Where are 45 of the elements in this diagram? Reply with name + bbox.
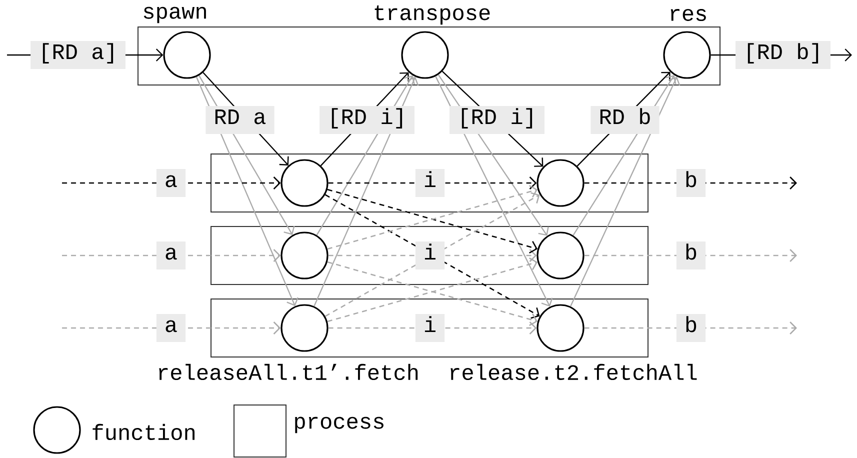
- arrow: [584, 176, 797, 190]
- edge-label: [RD b]: [736, 41, 830, 69]
- edge-label: RD b: [590, 106, 660, 134]
- edge-label: i: [415, 169, 445, 197]
- arrow: [196, 76, 298, 306]
- edge-label: RD a: [206, 106, 274, 134]
- arrow: [570, 76, 680, 307]
- process-box: [138, 26, 720, 86]
- arrow: [328, 322, 537, 334]
- edge-label: b: [676, 314, 706, 342]
- arrow: [584, 322, 797, 334]
- arrow: [584, 249, 797, 262]
- function-name: transpose: [374, 5, 490, 25]
- edge-label: b: [676, 242, 706, 270]
- column-caption: releaseAll.t1’.fetch: [159, 364, 418, 380]
- edge-label: b: [676, 169, 706, 197]
- function-circle: [280, 232, 328, 280]
- column-caption: release.t2.fetchAll: [450, 364, 697, 380]
- edge-label: a: [156, 242, 186, 270]
- process-box: [210, 226, 648, 285]
- edge-label: i: [415, 242, 445, 270]
- edge-label: a: [156, 169, 186, 197]
- function-name: spawn: [144, 6, 206, 24]
- edge-label: [RD i]: [320, 106, 414, 134]
- arrow: [62, 249, 281, 262]
- arrow: [314, 76, 419, 306]
- arrow: [435, 76, 553, 307]
- function-circle: [280, 159, 328, 207]
- process-box: [210, 298, 648, 358]
- function-circle: [536, 304, 584, 352]
- legend-label: function: [92, 424, 194, 440]
- process-box: [210, 154, 648, 212]
- edge-label: i: [415, 314, 445, 342]
- edge-label: a: [156, 314, 186, 342]
- function-name: res: [670, 9, 706, 21]
- function-circle: [280, 304, 328, 352]
- arrow: [62, 322, 281, 334]
- arrow: [62, 176, 281, 190]
- function-circle: [536, 159, 584, 207]
- arrow: [328, 176, 537, 190]
- function-circle: [536, 232, 584, 280]
- legend-label: process: [295, 416, 384, 434]
- edge-label: [RD i]: [450, 106, 544, 134]
- arrow: [328, 249, 537, 262]
- edge-label: [RD a]: [30, 41, 126, 69]
